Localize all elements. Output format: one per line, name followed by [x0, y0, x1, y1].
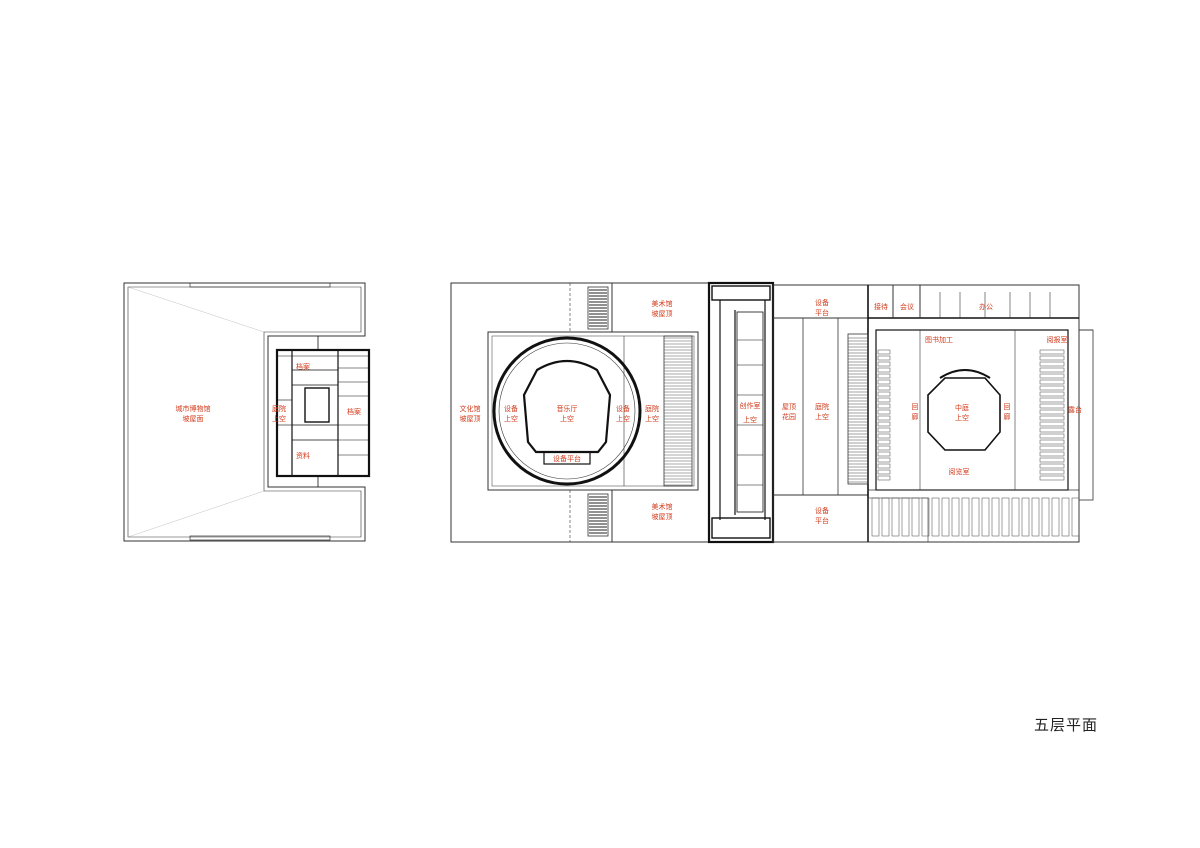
label-terrace: 露台 — [1068, 405, 1082, 414]
label-equip-platform-bottom: 设备 — [815, 506, 829, 515]
label-courtyard-void-b: 庭院 — [645, 404, 659, 413]
stair-hatch-top — [589, 289, 607, 534]
label-book-processing: 图书加工 — [925, 335, 953, 344]
archive-block — [275, 336, 371, 487]
label-small: 阅报室 — [1047, 335, 1068, 344]
label-equip-platform-top: 设备 — [815, 298, 829, 307]
label-concert-void: 音乐厅 — [557, 404, 578, 413]
core-strip — [707, 281, 775, 544]
label-concert-void-2: 上空 — [560, 414, 574, 423]
label-culture-roof: 文化馆 — [460, 404, 481, 413]
museum-building — [123, 282, 366, 542]
label-equip-void-left: 设备 — [504, 404, 518, 413]
library-building — [772, 284, 1094, 543]
label-reception: 接待 — [874, 302, 888, 311]
label-archive-2: 档案 — [347, 407, 361, 416]
label-central-void-2: 上空 — [955, 413, 969, 422]
label-courtyard-void: 庭院 — [272, 404, 286, 413]
label-void-small: 上空 — [743, 415, 757, 424]
label-equip-platform-stage: 设备平台 — [553, 454, 581, 463]
label-equip-void-right-2: 上空 — [616, 414, 630, 423]
label-corridor-right-2: 廊 — [1004, 412, 1011, 421]
label-art-roof-bottom-2: 坡屋顶 — [652, 512, 673, 521]
library-furniture — [848, 337, 1080, 537]
drawing-title: 五层平面 — [1034, 716, 1099, 734]
label-equip-void-right: 设备 — [616, 404, 630, 413]
label-materials: 资料 — [296, 451, 310, 460]
label-corridor-right: 回 — [1004, 403, 1011, 411]
label-courtyard-void-c: 庭院 — [815, 402, 829, 411]
label-courtyard-void-2: 上空 — [272, 414, 286, 423]
label-culture-roof-2: 坡屋顶 — [460, 414, 481, 423]
label-equip-void-left-2: 上空 — [504, 414, 518, 423]
label-archive-1: 档案 — [296, 362, 310, 371]
label-equip-platform-top-2: 平台 — [815, 308, 829, 317]
label-roof-garden-2: 花园 — [782, 412, 796, 421]
label-meeting: 会议 — [900, 302, 914, 311]
label-corridor-left-2: 廊 — [912, 412, 919, 421]
label-courtyard-void-b-2: 上空 — [645, 414, 659, 423]
label-office: 办公 — [979, 302, 993, 311]
stair-hatch-culture — [664, 337, 692, 486]
label-art-roof-top: 美术馆 — [652, 299, 673, 308]
label-art-roof-bottom: 美术馆 — [652, 502, 673, 511]
label-corridor-left: 回 — [912, 403, 919, 411]
label-central-void: 中庭 — [955, 403, 969, 412]
label-art-roof-top-2: 坡屋顶 — [652, 309, 673, 318]
room-labels: 城市博物馆 坡屋面 档案 庭院 上空 档案 资料 文化馆 坡屋顶 设备 上空 音… — [176, 298, 1083, 525]
label-museum-roof-2: 坡屋面 — [183, 414, 204, 423]
label-equip-platform-bottom-2: 平台 — [815, 516, 829, 525]
label-roof-garden: 屋顶 — [782, 403, 796, 411]
concert-hall — [492, 336, 642, 486]
label-museum-roof: 城市博物馆 — [176, 404, 211, 413]
label-courtyard-void-c-2: 上空 — [815, 412, 829, 421]
label-studio: 创作室 — [740, 401, 761, 410]
label-reading-room: 阅览室 — [949, 467, 970, 476]
